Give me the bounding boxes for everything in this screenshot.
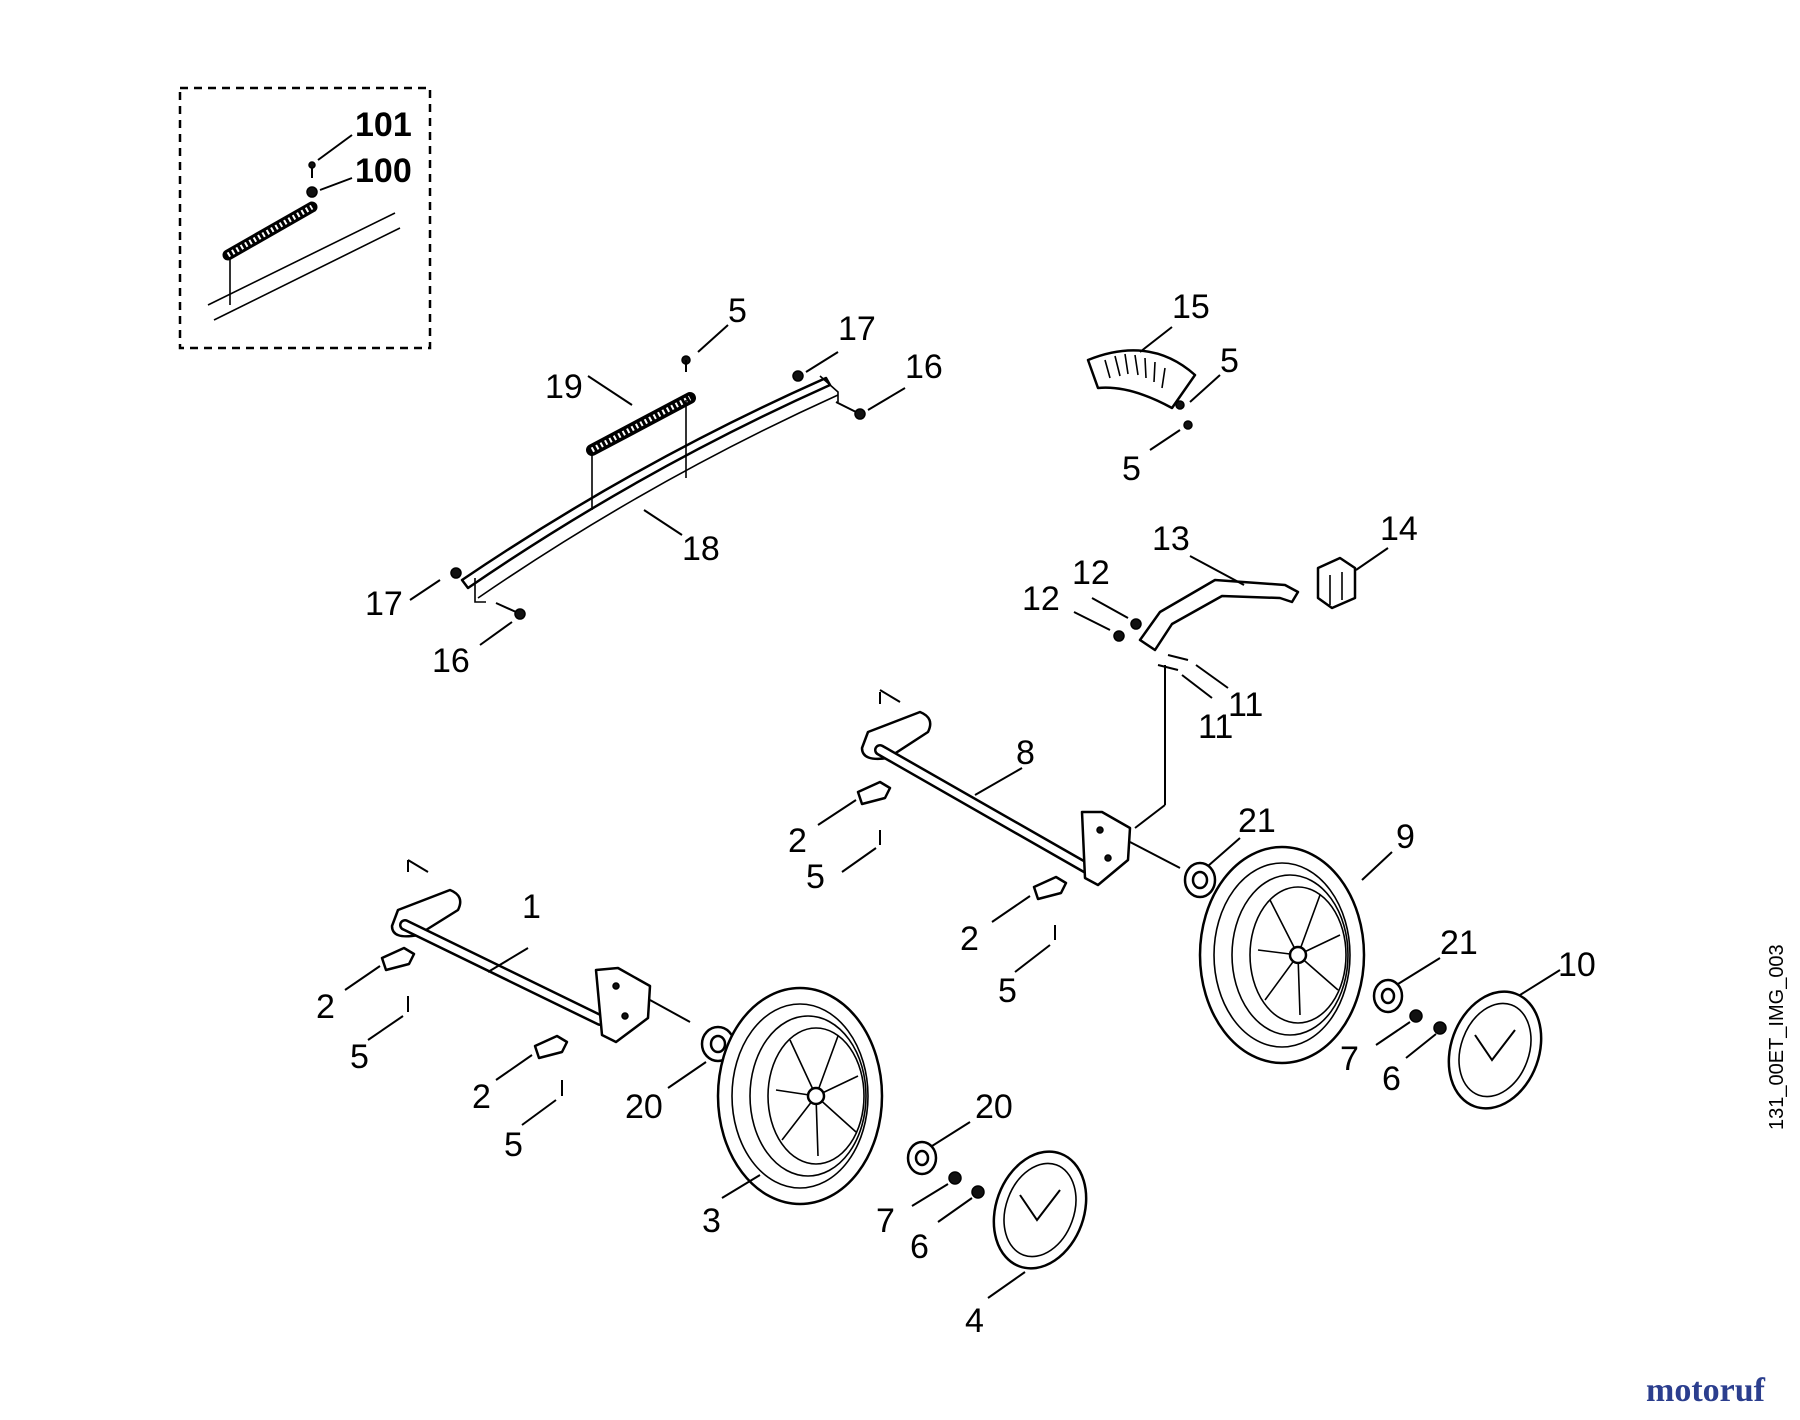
callout-10: 10 xyxy=(1558,946,1596,984)
callout-9: 9 xyxy=(1396,818,1415,856)
washer-100 xyxy=(306,186,318,198)
watermark-logo: motoruf xyxy=(1646,1372,1765,1409)
callout-5-r1: 5 xyxy=(1220,342,1239,380)
callout-17-left: 17 xyxy=(365,585,403,623)
callout-100: 100 xyxy=(355,152,412,190)
bushing-21-b xyxy=(1372,957,1441,1014)
height-plate-15 xyxy=(1086,326,1221,451)
callout-12-a: 12 xyxy=(1072,554,1110,592)
callout-101: 101 xyxy=(355,106,412,144)
callout-5-mid2: 5 xyxy=(998,972,1017,1010)
spring-19 xyxy=(586,392,696,456)
callout-2-mid: 2 xyxy=(788,822,807,860)
callout-3: 3 xyxy=(702,1202,721,1240)
callout-20-a: 20 xyxy=(625,1088,663,1126)
callout-1: 1 xyxy=(522,888,541,926)
rod-assembly-18 xyxy=(409,324,906,646)
callout-5-l1: 5 xyxy=(350,1038,369,1076)
inset-spring xyxy=(222,201,318,261)
callout-16: 16 xyxy=(905,348,943,386)
bolt-16-top xyxy=(854,408,866,420)
nut-6-l xyxy=(971,1185,985,1199)
callout-5-r2: 5 xyxy=(1122,450,1141,488)
axle-1 xyxy=(390,859,691,1044)
callout-7-r: 7 xyxy=(1340,1040,1359,1078)
nut-12-b xyxy=(1113,630,1125,642)
callout-6-l: 6 xyxy=(910,1228,929,1266)
callout-11-a: 11 xyxy=(1228,686,1263,724)
callout-6-r: 6 xyxy=(1382,1060,1401,1098)
nut-12-a xyxy=(1130,618,1142,630)
callout-labels: 101 100 5 17 16 19 18 17 16 15 5 5 13 14… xyxy=(316,106,1596,1340)
callout-18: 18 xyxy=(682,530,720,568)
knob-14 xyxy=(1316,547,1389,610)
clip-2-l1 xyxy=(344,946,416,1041)
image-code-label: 131_00ET_IMG_003 xyxy=(1766,944,1788,1130)
callout-20-b: 20 xyxy=(975,1088,1013,1126)
washer-7-r xyxy=(1409,1009,1423,1023)
callout-2-l2: 2 xyxy=(472,1078,491,1116)
callout-12-b: 12 xyxy=(1022,580,1060,618)
nut-6-r xyxy=(1433,1021,1447,1035)
callout-2-l1: 2 xyxy=(316,988,335,1026)
callout-11-b: 11 xyxy=(1198,708,1233,746)
bushing-20-b xyxy=(906,1121,971,1176)
bolt-16-left xyxy=(514,608,526,620)
callout-16-left: 16 xyxy=(432,642,470,680)
clip-2-mid2 xyxy=(991,875,1068,973)
callout-4: 4 xyxy=(965,1302,984,1340)
callout-2-mid2: 2 xyxy=(960,920,979,958)
hubcap-10 xyxy=(1447,969,1561,1110)
callout-7-l: 7 xyxy=(876,1202,895,1240)
hubcap-4 xyxy=(987,1150,1088,1299)
callout-5: 5 xyxy=(728,292,747,330)
axle-8 xyxy=(860,689,1181,887)
callout-5-mid: 5 xyxy=(806,858,825,896)
wheel-9 xyxy=(1198,845,1393,1065)
callout-13: 13 xyxy=(1152,520,1190,558)
bushing-21-top xyxy=(1183,837,1241,899)
lever-13 xyxy=(1134,555,1300,829)
callout-8: 8 xyxy=(1016,734,1035,772)
clip-2-l2 xyxy=(495,1034,569,1126)
callout-19: 19 xyxy=(545,368,583,406)
callout-15: 15 xyxy=(1172,288,1210,326)
callout-14: 14 xyxy=(1380,510,1418,548)
callout-5-l2: 5 xyxy=(504,1126,523,1164)
callout-21-b: 21 xyxy=(1440,924,1478,962)
washer-7-l xyxy=(948,1171,962,1185)
wheel-3 xyxy=(716,986,884,1206)
callout-21: 21 xyxy=(1238,802,1276,840)
clip-2-mid xyxy=(817,780,892,873)
nut-17-top xyxy=(792,370,804,382)
inset-detail-box xyxy=(178,86,432,350)
nut-17-left xyxy=(450,567,462,579)
callout-17: 17 xyxy=(838,310,876,348)
